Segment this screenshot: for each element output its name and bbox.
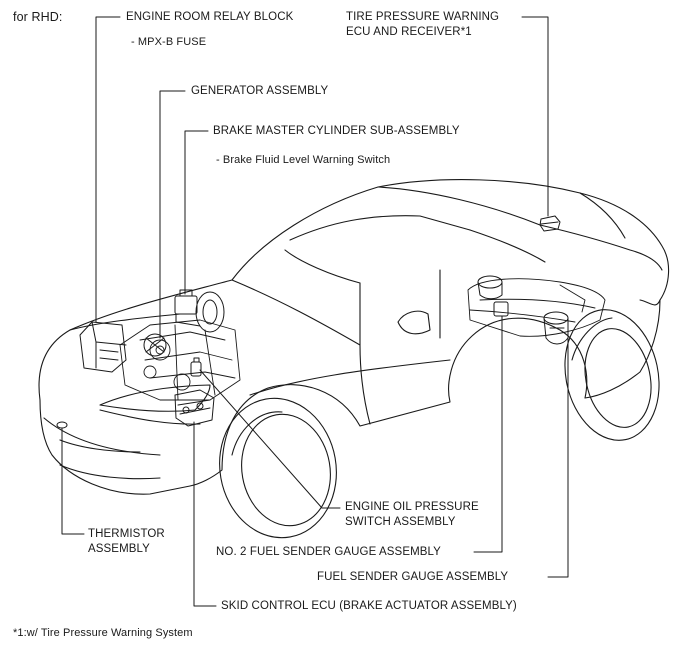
no2-fuel-sender-gauge bbox=[477, 275, 509, 317]
label-fuel-sender-gauge: FUEL SENDER GAUGE ASSEMBLY bbox=[317, 571, 509, 583]
skid-control-ecu bbox=[174, 389, 215, 427]
engine-oil-pressure-switch bbox=[190, 357, 202, 377]
brake-master-cylinder bbox=[174, 289, 225, 333]
leader-engine-oil-pressure bbox=[199, 369, 341, 509]
car-body-outline bbox=[38, 179, 670, 495]
label-tire-pressure-ecu-line1: TIRE PRESSURE WARNING bbox=[346, 11, 500, 23]
label-skid-control-ecu: SKID CONTROL ECU (BRAKE ACTUATOR ASSEMBL… bbox=[221, 600, 517, 612]
engine-room-relay-block bbox=[79, 321, 127, 373]
label-no2-fuel-sender-gauge: NO. 2 FUEL SENDER GAUGE ASSEMBLY bbox=[216, 546, 441, 558]
label-generator-assembly: GENERATOR ASSEMBLY bbox=[191, 85, 329, 97]
thermistor bbox=[56, 421, 68, 429]
label-engine-oil-pressure-line2: SWITCH ASSEMBLY bbox=[345, 516, 456, 528]
front-wheel bbox=[219, 397, 337, 539]
label-mpx-b-fuse: - MPX-B FUSE bbox=[131, 36, 207, 48]
label-thermistor-line2: ASSEMBLY bbox=[88, 543, 150, 555]
footnote: *1:w/ Tire Pressure Warning System bbox=[13, 627, 193, 639]
leader-no2-fuel-sender bbox=[473, 315, 503, 553]
variant-label: for RHD: bbox=[13, 10, 63, 24]
engine-assembly bbox=[119, 319, 241, 401]
label-engine-oil-pressure-line1: ENGINE OIL PRESSURE bbox=[345, 501, 479, 513]
rear-wheel bbox=[564, 309, 660, 441]
label-brake-master-cylinder: BRAKE MASTER CYLINDER SUB-ASSEMBLY bbox=[213, 125, 460, 137]
leader-thermistor bbox=[61, 427, 85, 535]
leader-brake-master-cylinder bbox=[184, 130, 209, 295]
fuel-sender-gauge bbox=[543, 311, 569, 345]
label-thermistor-line1: THERMISTOR bbox=[88, 528, 165, 540]
leader-engine-room-relay-block bbox=[95, 16, 121, 323]
label-brake-fluid-level-switch: - Brake Fluid Level Warning Switch bbox=[216, 154, 391, 166]
label-engine-room-relay-block: ENGINE ROOM RELAY BLOCK bbox=[126, 11, 294, 23]
leader-lines bbox=[61, 16, 569, 607]
leader-generator bbox=[159, 90, 186, 339]
label-tire-pressure-ecu-line2: ECU AND RECEIVER*1 bbox=[346, 26, 472, 38]
generator bbox=[143, 333, 167, 357]
tire-pressure-ecu bbox=[539, 215, 561, 232]
leader-skid-control-ecu bbox=[193, 421, 217, 607]
fuel-tank-assembly bbox=[467, 278, 606, 337]
leader-tire-pressure-ecu bbox=[521, 16, 549, 217]
leader-fuel-sender bbox=[547, 337, 569, 578]
